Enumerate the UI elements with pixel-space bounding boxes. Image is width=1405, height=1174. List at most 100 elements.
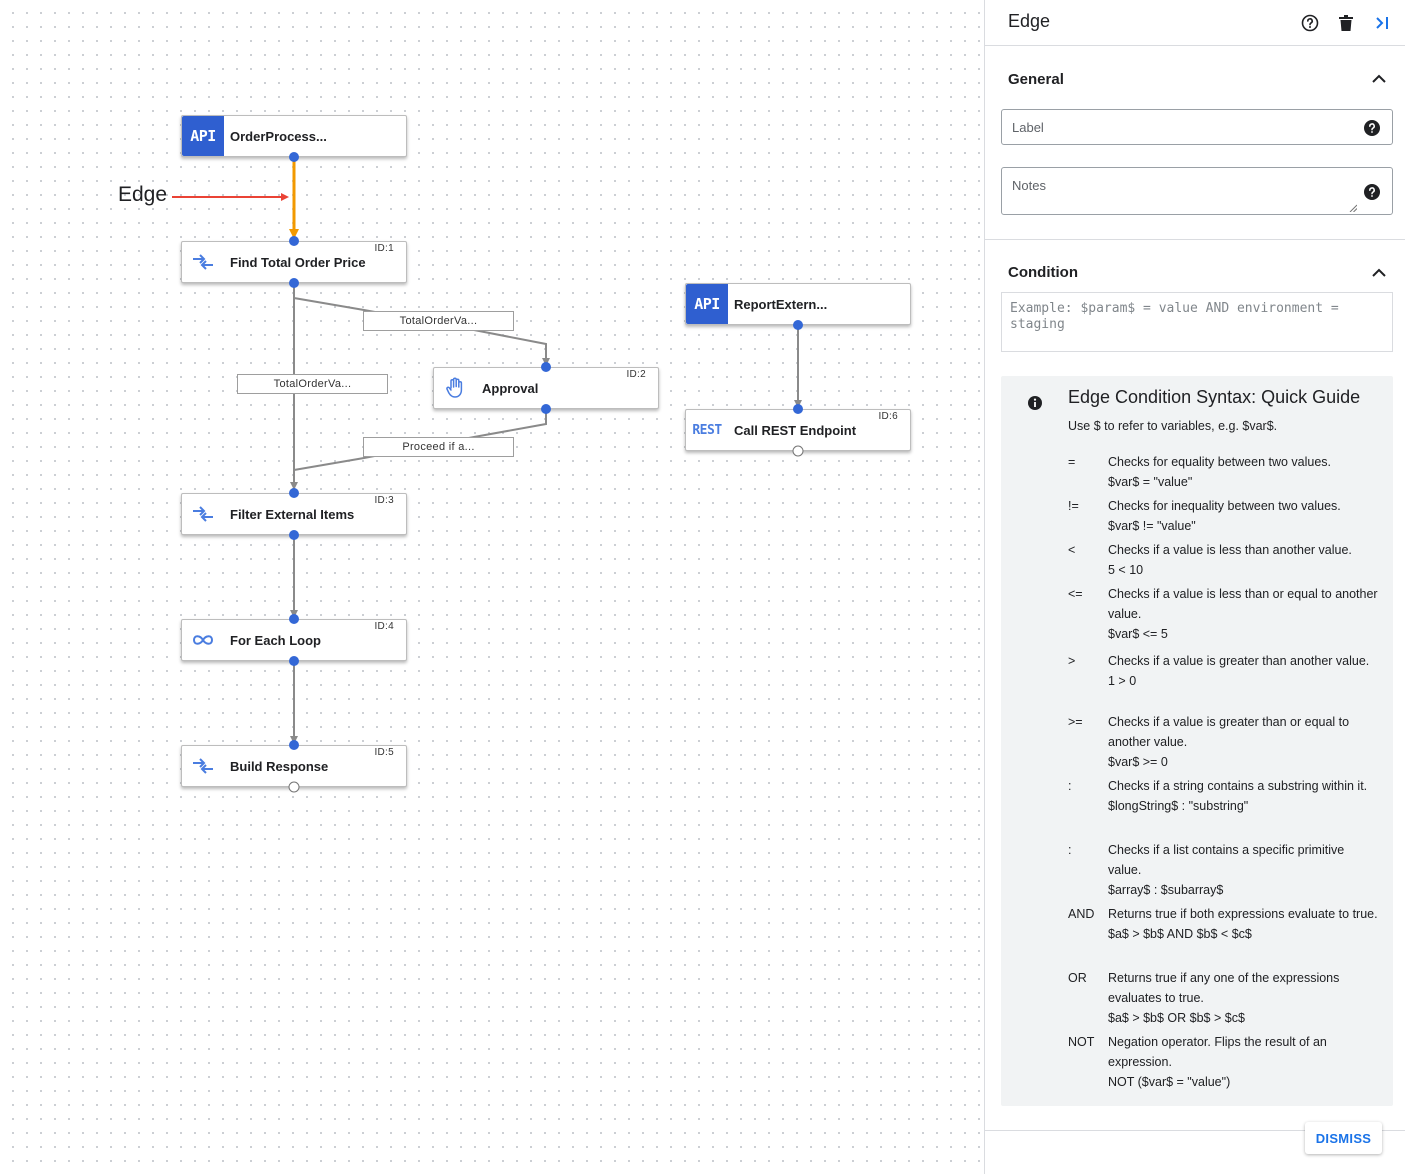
guide-example: 5 < 10 bbox=[1108, 563, 1144, 577]
info-icon bbox=[1028, 396, 1042, 410]
node-report[interactable]: API ReportExtern... bbox=[685, 283, 911, 325]
node-title: Find Total Order Price bbox=[230, 254, 366, 270]
condition-section-title: Condition bbox=[1008, 264, 1078, 281]
edge-annotation-label: Edge bbox=[118, 183, 168, 206]
guide-description: Returns true if both expressions evaluat… bbox=[1108, 907, 1378, 921]
guide-operator: : bbox=[1068, 779, 1072, 793]
guide-operator: != bbox=[1068, 499, 1079, 513]
node-id: ID:6 bbox=[878, 411, 898, 422]
node-title: ReportExtern... bbox=[734, 296, 828, 312]
node-findtotal[interactable]: Find Total Order Price ID:1 bbox=[181, 241, 407, 283]
chevron-up-icon[interactable] bbox=[1369, 263, 1389, 283]
edge-label-to-filter[interactable]: TotalOrderVa... bbox=[237, 374, 388, 394]
node-id: ID:2 bbox=[626, 369, 646, 380]
help-icon[interactable] bbox=[1299, 12, 1321, 34]
guide-example: $a$ > $b$ AND $b$ < $c$ bbox=[1108, 927, 1252, 941]
guide-example: $var$ = "value" bbox=[1108, 475, 1193, 489]
label-field[interactable] bbox=[1001, 109, 1393, 145]
guide-operator: NOT bbox=[1068, 1035, 1095, 1049]
guide-example: $var$ >= 0 bbox=[1108, 755, 1168, 769]
node-filter[interactable]: Filter External Items ID:3 bbox=[181, 493, 407, 535]
node-title: Approval bbox=[482, 380, 539, 396]
guide-operator: > bbox=[1068, 654, 1076, 668]
guide-row: : Checks if a list contains a specific pr… bbox=[1068, 840, 1378, 900]
edge-label-from-approval[interactable]: Proceed if a... bbox=[363, 437, 514, 457]
delete-icon[interactable] bbox=[1335, 12, 1357, 34]
node-title: OrderProcess... bbox=[230, 128, 327, 144]
node-id: ID:4 bbox=[374, 621, 394, 632]
panel-header: Edge bbox=[985, 0, 1405, 46]
guide-row: != Checks for inequality between two valu… bbox=[1068, 496, 1378, 536]
guide-example: 1 > 0 bbox=[1108, 674, 1137, 688]
guide-row: = Checks for equality between two values.… bbox=[1068, 452, 1378, 492]
resize-handle-icon[interactable] bbox=[1349, 204, 1357, 212]
guide-operator: = bbox=[1068, 455, 1076, 469]
edges-layer bbox=[172, 158, 802, 744]
guide-row: NOT Negation operator. Flips the result o… bbox=[1068, 1032, 1378, 1092]
data-mapping-icon bbox=[182, 242, 224, 282]
guide-operator: < bbox=[1068, 543, 1076, 557]
guide-description: Negation operator. Flips the result of a… bbox=[1108, 1035, 1327, 1069]
guide-row: : Checks if a string contains a substring… bbox=[1068, 776, 1378, 816]
panel-footer-divider bbox=[985, 1130, 1405, 1131]
chevron-up-icon[interactable] bbox=[1369, 69, 1389, 89]
node-approval[interactable]: Approval ID:2 bbox=[433, 367, 659, 409]
node-title: For Each Loop bbox=[230, 632, 321, 648]
integration-canvas[interactable]: Edge TotalOrderVa... TotalOrderVa... Pro… bbox=[0, 0, 984, 1174]
notes-field[interactable] bbox=[1001, 167, 1393, 215]
help-circle-icon[interactable] bbox=[1364, 120, 1380, 136]
guide-description: Checks if a value is less than another v… bbox=[1108, 543, 1352, 557]
guide-operator: >= bbox=[1068, 715, 1083, 729]
help-circle-icon[interactable] bbox=[1364, 184, 1380, 200]
guide-operator: : bbox=[1068, 843, 1072, 857]
dismiss-button[interactable]: DISMISS bbox=[1305, 1122, 1382, 1154]
condition-editor[interactable] bbox=[1001, 292, 1393, 352]
guide-description: Checks if a string contains a substring … bbox=[1108, 779, 1368, 793]
guide-description: Checks if a value is less than or equal … bbox=[1108, 587, 1378, 621]
guide-row: <= Checks if a value is less than or equa… bbox=[1068, 584, 1378, 644]
guide-example: $a$ > $b$ OR $b$ > $c$ bbox=[1108, 1011, 1245, 1025]
guide-example: $longString$ : "substring" bbox=[1108, 799, 1249, 813]
edge-label-to-approval[interactable]: TotalOrderVa... bbox=[363, 311, 514, 331]
guide-row: AND Returns true if both expressions eval… bbox=[1068, 904, 1378, 944]
edge-properties-panel: Edge General Condition Edge Condition Sy… bbox=[984, 0, 1405, 1174]
data-mapping-icon bbox=[182, 494, 224, 534]
data-mapping-icon bbox=[182, 746, 224, 786]
rest-icon: REST bbox=[692, 422, 722, 438]
guide-description: Checks if a value is greater than or equ… bbox=[1108, 715, 1350, 749]
guide-description: Checks for inequality between two values… bbox=[1108, 499, 1341, 513]
hand-icon bbox=[434, 368, 476, 408]
condition-input[interactable] bbox=[1010, 301, 1384, 343]
guide-row: >= Checks if a value is greater than or e… bbox=[1068, 712, 1378, 772]
guide-example: NOT ($var$ = "value") bbox=[1108, 1075, 1231, 1089]
guide-operator: <= bbox=[1068, 587, 1083, 601]
loop-icon bbox=[182, 620, 224, 660]
guide-operator: AND bbox=[1068, 907, 1095, 921]
node-foreach[interactable]: For Each Loop ID:4 bbox=[181, 619, 407, 661]
guide-operator: OR bbox=[1068, 971, 1087, 985]
node-rest[interactable]: REST Call REST Endpoint ID:6 bbox=[685, 409, 911, 451]
guide-example: $var$ != "value" bbox=[1108, 519, 1196, 533]
collapse-panel-icon[interactable] bbox=[1371, 12, 1393, 34]
node-orderprocess[interactable]: API OrderProcess... bbox=[181, 115, 407, 157]
node-title: Filter External Items bbox=[230, 506, 355, 522]
notes-input[interactable] bbox=[1012, 178, 1342, 208]
node-build[interactable]: Build Response ID:5 bbox=[181, 745, 407, 787]
section-divider bbox=[985, 239, 1405, 240]
guide-example: $array$ : $subarray$ bbox=[1108, 883, 1224, 897]
api-icon: API bbox=[686, 284, 728, 324]
guide-description: Checks if a list contains a specific pri… bbox=[1108, 843, 1345, 877]
condition-syntax-guide: Edge Condition Syntax: Quick Guide Use $… bbox=[1001, 376, 1393, 1106]
label-input[interactable] bbox=[1012, 120, 1352, 135]
panel-title: Edge bbox=[1008, 11, 1051, 31]
guide-example: $var$ <= 5 bbox=[1108, 627, 1168, 641]
guide-row: < Checks if a value is less than another … bbox=[1068, 540, 1378, 580]
guide-intro: Use $ to refer to variables, e.g. $var$. bbox=[1068, 419, 1278, 433]
node-title: Call REST Endpoint bbox=[734, 422, 857, 438]
node-title: Build Response bbox=[230, 758, 329, 774]
api-icon: API bbox=[182, 116, 224, 156]
node-id: ID:1 bbox=[374, 243, 394, 254]
node-id: ID:5 bbox=[374, 747, 394, 758]
guide-description: Checks for equality between two values. bbox=[1108, 455, 1332, 469]
